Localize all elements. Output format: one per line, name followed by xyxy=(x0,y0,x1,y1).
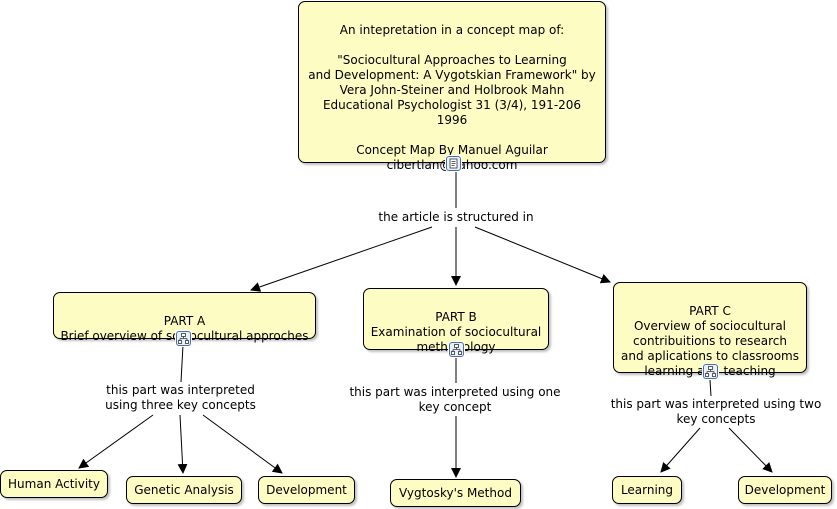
submap-icon[interactable] xyxy=(703,364,718,379)
link-label-part-b: this part was interpreted using one key … xyxy=(341,385,569,415)
line-part-c-to-label xyxy=(709,379,712,397)
submap-icon[interactable] xyxy=(176,331,191,346)
link-label-structure: the article is structured in xyxy=(376,210,536,225)
concept-development-c[interactable]: Development xyxy=(738,476,832,504)
arrow-to-human-activity xyxy=(78,414,154,469)
root-concept-node[interactable]: An intepretation in a concept map of: "S… xyxy=(298,1,606,172)
arrow-to-development-a xyxy=(202,414,283,474)
concept-development-a[interactable]: Development xyxy=(258,476,355,504)
arrow-to-part-a xyxy=(250,226,433,292)
part-c-node[interactable]: PART C Overview of sociocultural contrib… xyxy=(613,282,807,378)
arrow-to-development-c xyxy=(728,427,773,473)
submap-icon[interactable] xyxy=(449,342,464,357)
concept-learning[interactable]: Learning xyxy=(612,476,682,504)
concept-human-activity[interactable]: Human Activity xyxy=(0,470,108,498)
arrow-to-genetic-analysis xyxy=(177,414,188,474)
arrow-to-learning xyxy=(660,427,701,473)
document-icon[interactable] xyxy=(446,156,461,171)
concept-genetic-analysis[interactable]: Genetic Analysis xyxy=(126,476,242,504)
part-b-node[interactable]: PART B Examination of sociocultural meth… xyxy=(363,288,549,354)
line-part-a-to-label xyxy=(180,344,184,383)
arrow-to-part-c xyxy=(474,226,611,284)
root-concept-text: An intepretation in a concept map of: "S… xyxy=(308,23,596,172)
concept-vygotsky-method[interactable]: Vygtosky's Method xyxy=(390,479,521,507)
link-label-part-a: this part was interpreted using three ke… xyxy=(98,383,263,413)
link-label-part-c: this part was interpreted using two key … xyxy=(605,397,827,427)
part-c-text: PART C Overview of sociocultural contrib… xyxy=(621,304,799,378)
